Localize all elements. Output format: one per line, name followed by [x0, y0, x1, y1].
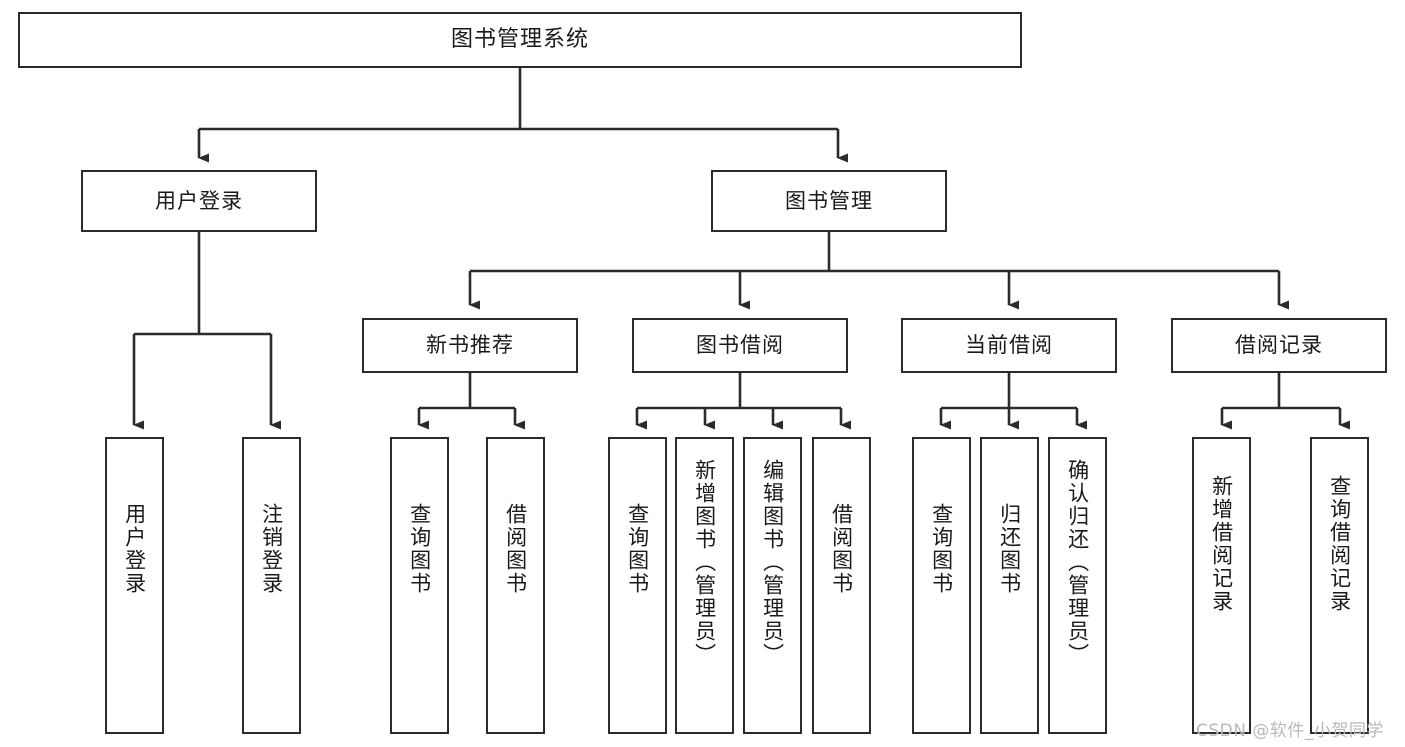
- node-label: 确认归还（管理员）: [1065, 459, 1090, 666]
- node-label: 查询借阅记录: [1327, 475, 1352, 613]
- node-book-management[interactable]: 图书管理: [711, 170, 947, 232]
- node-label: 图书借阅: [696, 333, 784, 358]
- watermark-text: CSDN @软件_小贺同学: [1196, 721, 1384, 741]
- node-current-borrow[interactable]: 当前借阅: [901, 318, 1117, 373]
- leaf-query-book-current[interactable]: 查询图书: [912, 437, 971, 734]
- node-label: 编辑图书（管理员）: [760, 459, 785, 666]
- node-root-system[interactable]: 图书管理系统: [18, 12, 1022, 68]
- leaf-add-borrow-record[interactable]: 新增借阅记录: [1192, 437, 1251, 734]
- leaf-query-book-recommend[interactable]: 查询图书: [390, 437, 449, 734]
- leaf-return-book[interactable]: 归还图书: [980, 437, 1039, 734]
- node-new-book-recommend[interactable]: 新书推荐: [362, 318, 578, 373]
- node-label: 图书管理系统: [450, 27, 589, 53]
- node-label: 当前借阅: [965, 333, 1053, 358]
- node-label: 图书管理: [785, 188, 873, 213]
- node-label: 新书推荐: [426, 333, 514, 358]
- leaf-query-book-borrow[interactable]: 查询图书: [608, 437, 667, 734]
- node-label: 用户登录: [155, 188, 243, 213]
- node-label: 新增借阅记录: [1209, 475, 1234, 613]
- node-label: 查询图书: [407, 503, 432, 595]
- node-label: 借阅图书: [503, 503, 528, 595]
- node-book-borrow[interactable]: 图书借阅: [632, 318, 848, 373]
- node-borrow-record[interactable]: 借阅记录: [1171, 318, 1387, 373]
- leaf-add-book-admin[interactable]: 新增图书（管理员）: [675, 437, 734, 734]
- node-user-login[interactable]: 用户登录: [81, 170, 317, 232]
- node-label: 借阅图书: [829, 503, 854, 595]
- node-label: 归还图书: [997, 503, 1022, 595]
- leaf-user-login[interactable]: 用户登录: [105, 437, 164, 734]
- leaf-edit-book-admin[interactable]: 编辑图书（管理员）: [743, 437, 802, 734]
- leaf-query-borrow-record[interactable]: 查询借阅记录: [1310, 437, 1369, 734]
- node-label: 查询图书: [929, 503, 954, 595]
- node-label: 注销登录: [259, 503, 284, 595]
- node-label: 查询图书: [625, 503, 650, 595]
- node-label: 借阅记录: [1235, 333, 1323, 358]
- leaf-borrow-book[interactable]: 借阅图书: [812, 437, 871, 734]
- leaf-logout[interactable]: 注销登录: [242, 437, 301, 734]
- leaf-borrow-book-recommend[interactable]: 借阅图书: [486, 437, 545, 734]
- node-label: 用户登录: [122, 503, 147, 595]
- node-label: 新增图书（管理员）: [692, 459, 717, 666]
- leaf-confirm-return-admin[interactable]: 确认归还（管理员）: [1048, 437, 1107, 734]
